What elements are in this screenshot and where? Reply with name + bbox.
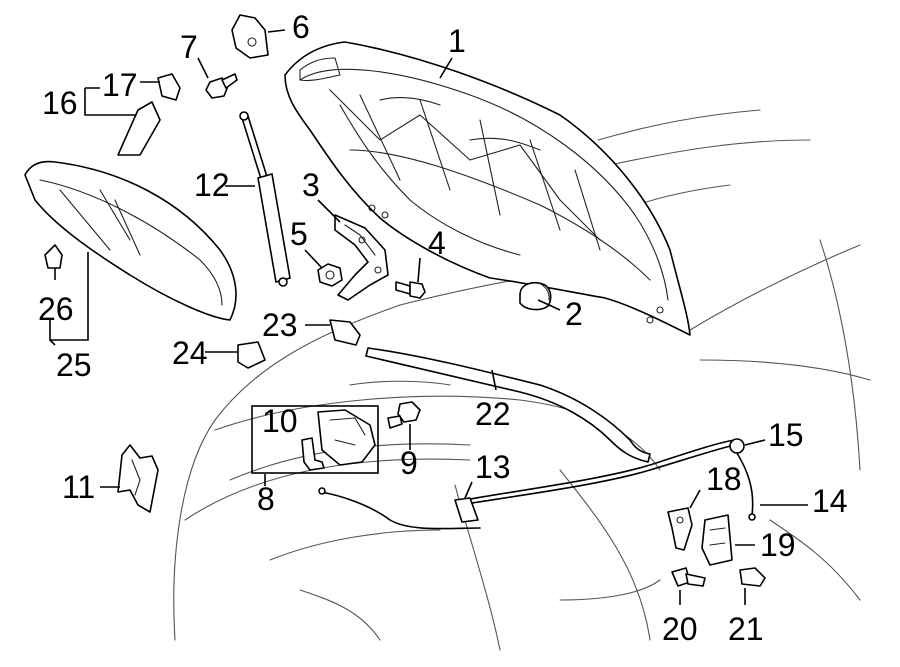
callout-4: 4	[428, 225, 446, 261]
part-stop-23	[329, 319, 361, 346]
callout-12: 12	[194, 167, 230, 203]
callout-9: 9	[400, 445, 418, 481]
callout-1: 1	[448, 23, 466, 59]
part-clip-17	[157, 73, 181, 101]
callout-labels: 1 2 3 4 5 6 7 8 9 10 11 12 13 14 15 16 1…	[38, 9, 848, 647]
callout-14: 14	[812, 483, 848, 519]
part-seal-16	[117, 101, 161, 156]
callout-21: 21	[728, 611, 764, 647]
part-latch-plate-19	[701, 514, 733, 566]
callout-11: 11	[62, 469, 95, 505]
part-insulator-25	[24, 160, 237, 321]
callout-5: 5	[290, 216, 308, 252]
part-hood	[284, 41, 691, 336]
leader-lines	[49, 29, 808, 605]
part-clip-24	[237, 341, 266, 369]
part-bolt-9	[387, 401, 421, 429]
callout-3: 3	[302, 167, 320, 203]
callout-20: 20	[662, 611, 698, 647]
part-bracket-11	[117, 444, 159, 513]
callout-10: 10	[262, 403, 298, 439]
part-bumper-stop	[519, 281, 552, 311]
callout-25: 25	[56, 347, 92, 383]
callout-18: 18	[706, 461, 742, 497]
part-clip-26	[44, 244, 63, 269]
callout-15: 15	[768, 417, 804, 453]
callout-7: 7	[180, 29, 198, 65]
part-clip-21	[739, 567, 766, 587]
callout-26: 26	[38, 291, 74, 327]
callout-23: 23	[262, 307, 298, 343]
callout-8: 8	[257, 481, 275, 517]
part-bracket-6	[231, 14, 269, 59]
callout-13: 13	[475, 449, 511, 485]
part-strut-12	[239, 111, 291, 287]
callout-2: 2	[565, 296, 583, 332]
part-hinge	[334, 214, 389, 301]
callout-6: 6	[292, 9, 310, 45]
callout-17: 17	[102, 67, 138, 103]
part-release-cable	[318, 438, 756, 530]
callout-22: 22	[475, 396, 511, 432]
part-bolt-4	[395, 281, 426, 299]
callout-19: 19	[760, 527, 796, 563]
part-bracket-18	[667, 507, 693, 551]
part-nut-5	[317, 263, 343, 287]
part-screw-20	[671, 567, 706, 587]
callout-24: 24	[172, 335, 208, 371]
callout-16: 16	[42, 85, 78, 121]
part-latch-assembly	[251, 405, 379, 474]
part-bolt-7	[205, 73, 238, 99]
